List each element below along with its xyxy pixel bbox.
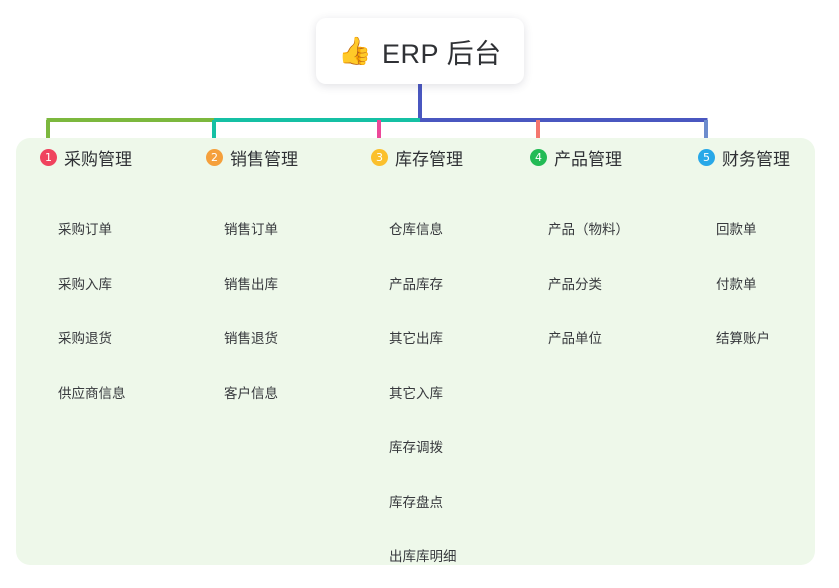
branch-badge-1: 1 — [40, 148, 57, 166]
leaf-item[interactable]: 其它出库 — [389, 331, 443, 346]
branch-header-2[interactable]: 2 销售管理 — [206, 146, 298, 169]
leaf-item[interactable]: 客户信息 — [224, 385, 278, 401]
leaf-item[interactable]: 采购订单 — [58, 222, 112, 237]
leaf-item[interactable]: 仓库信息 — [389, 222, 443, 237]
branch-header-1[interactable]: 1 采购管理 — [40, 146, 132, 169]
branch-badge-4: 4 — [530, 148, 547, 166]
branch-title-4: 产品管理 — [554, 149, 622, 169]
leaf-item[interactable]: 销售退货 — [224, 331, 278, 346]
branch-header-4[interactable]: 4 产品管理 — [530, 146, 622, 169]
leaf-item[interactable]: 结算账户 — [716, 331, 770, 346]
branch-column-5: 5 财务管理 — [698, 146, 790, 169]
content-panel — [16, 138, 815, 565]
leaf-item[interactable]: 供应商信息 — [58, 385, 126, 401]
branch-column-3: 3 库存管理 — [371, 146, 463, 169]
leaf-item[interactable]: 产品分类 — [548, 276, 602, 292]
leaf-item[interactable]: 付款单 — [716, 276, 757, 292]
leaf-item[interactable]: 库存调拨 — [389, 440, 443, 455]
branch-title-1: 采购管理 — [64, 149, 132, 169]
branch-badge-3: 3 — [371, 148, 388, 166]
branch-header-3[interactable]: 3 库存管理 — [371, 146, 463, 169]
branch-header-5[interactable]: 5 财务管理 — [698, 146, 790, 169]
branch-column-2: 2 销售管理 — [206, 146, 298, 169]
root-title: ERP 后台 — [382, 38, 502, 69]
leaf-item[interactable]: 其它入库 — [389, 385, 443, 401]
branch-title-5: 财务管理 — [722, 149, 790, 169]
branch-badge-2: 2 — [206, 148, 223, 166]
leaf-item[interactable]: 产品库存 — [389, 276, 443, 292]
leaf-item[interactable]: 采购退货 — [58, 331, 112, 346]
leaf-item[interactable]: 产品单位 — [548, 331, 602, 346]
leaf-item[interactable]: 采购入库 — [58, 276, 112, 292]
leaf-item[interactable]: 产品（物料） — [548, 222, 629, 237]
leaf-item[interactable]: 库存盘点 — [389, 494, 443, 510]
branch-title-3: 库存管理 — [395, 149, 463, 169]
leaf-item[interactable]: 回款单 — [716, 222, 757, 237]
root-node[interactable]: 👍 ERP 后台 — [316, 18, 524, 84]
branch-badge-5: 5 — [698, 148, 715, 166]
branch-column-4: 4 产品管理 — [530, 146, 622, 169]
leaf-item[interactable]: 出库库明细 — [389, 549, 457, 564]
thumbs-up-icon: 👍 — [338, 35, 373, 66]
leaf-item[interactable]: 销售订单 — [224, 222, 278, 237]
leaf-item[interactable]: 销售出库 — [224, 276, 278, 292]
branch-column-1: 1 采购管理 — [40, 146, 132, 169]
branch-title-2: 销售管理 — [230, 149, 298, 169]
